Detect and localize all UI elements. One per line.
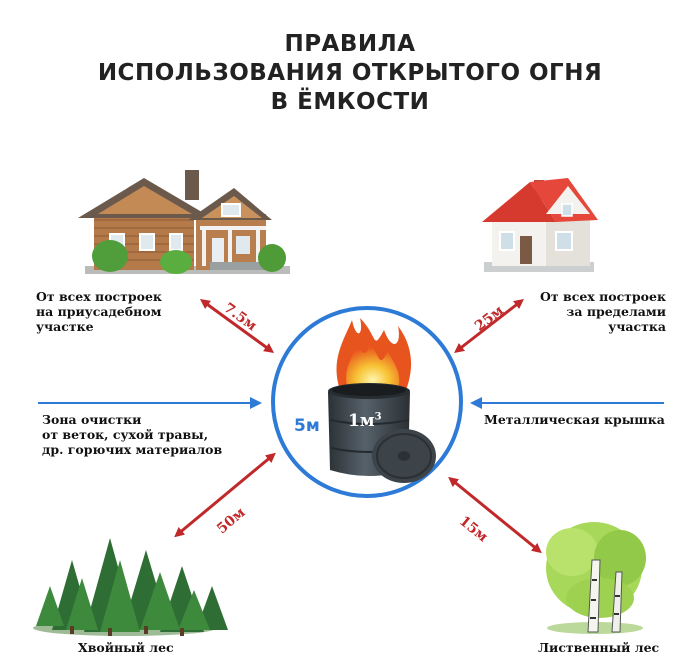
label-house-left-line-3: участке	[36, 319, 94, 334]
label-house-left-line-1: От всех построек	[36, 289, 162, 304]
label-deciduous-forest: Лиственный лес	[538, 640, 660, 655]
label-clearing-zone-line-3: др. горючих материалов	[42, 442, 223, 457]
label-clearing-zone: Зона очистки от веток, сухой травы, др. …	[42, 412, 222, 457]
label-conifer-forest: Хвойный лес	[78, 640, 174, 655]
label-house-right-line-2: за пределами	[566, 304, 666, 319]
conifer-forest-icon	[33, 538, 228, 636]
label-house-right: От всех построек за пределами участка	[520, 289, 666, 334]
label-metal-lid: Металлическая крышка	[484, 412, 665, 427]
label-house-left: От всех построек на приусадебном участке	[36, 289, 162, 334]
title-line-2: ИСПОЛЬЗОВАНИЯ ОТКРЫТОГО ОГНЯ	[97, 60, 603, 86]
label-house-right-line-1: От всех построек	[540, 289, 666, 304]
title-line-3: В ЁМКОСТИ	[270, 89, 430, 115]
wooden-house-icon	[78, 170, 290, 274]
label-clearing-zone-line-2: от веток, сухой травы,	[42, 427, 209, 442]
label-clearing-zone-line-1: Зона очистки	[42, 412, 142, 427]
poster-title: ПРАВИЛА ИСПОЛЬЗОВАНИЯ ОТКРЫТОГО ОГНЯ В Ё…	[0, 30, 700, 117]
radius-label: 5м	[294, 416, 320, 436]
barrel-volume: 1м3	[348, 411, 382, 431]
barrel-volume-exp: 3	[374, 411, 382, 423]
label-house-right-line-3: участка	[608, 319, 666, 334]
white-house-icon	[482, 178, 598, 272]
arrow-house-right	[454, 298, 524, 354]
label-house-left-line-2: на приусадебном	[36, 304, 162, 319]
safety-zone-circle	[271, 306, 463, 498]
flame-icon	[336, 318, 412, 390]
birch-tree-icon	[546, 522, 646, 634]
metal-lid-icon	[372, 429, 436, 483]
arrow-conifer	[174, 452, 276, 538]
arrow-deciduous	[448, 476, 542, 554]
arrow-house-left	[199, 299, 275, 353]
barrel-volume-value: 1м	[348, 411, 375, 431]
title-line-1: ПРАВИЛА	[284, 31, 416, 57]
